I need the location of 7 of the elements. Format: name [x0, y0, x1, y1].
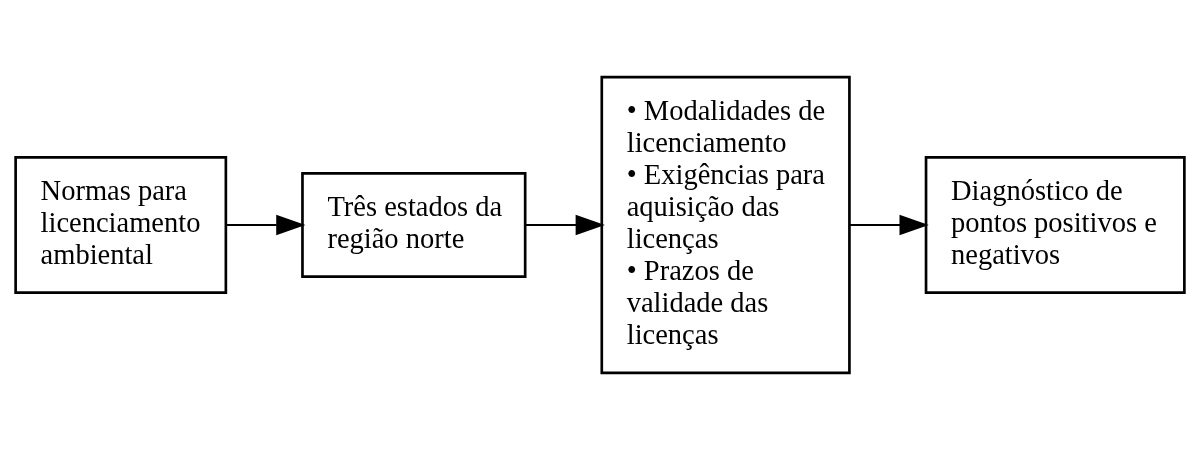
- node-box: • Modalidades de licenciamento • Exigências para aquisição das licenças • Prazos de validade das licenças: [600, 75, 851, 375]
- node-box: Diagnóstico de pontos positivos e negativos: [924, 155, 1186, 295]
- node-box: Três estados da região norte: [301, 172, 527, 278]
- arrow: [849, 214, 929, 236]
- arrow: [526, 214, 605, 236]
- arrow: [226, 214, 306, 236]
- node-box: Normas para licenciamento ambiental: [14, 155, 228, 295]
